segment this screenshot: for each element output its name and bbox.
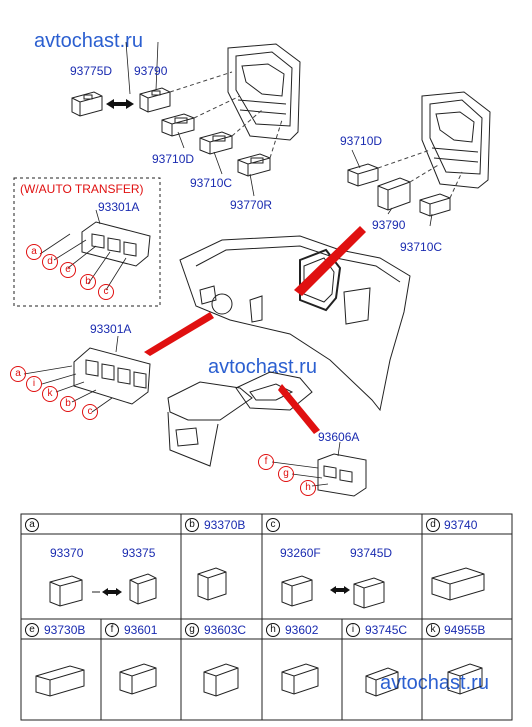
label-93710D-right: 93710D [340,134,383,148]
switch-93710Cb [419,193,451,217]
callout-b-main: b [60,396,76,412]
legend-letter-b: b [185,518,199,532]
legend-part-93602: 93602 [285,623,319,637]
legend-part-94955B: 94955B [444,623,486,637]
switch-93775D [71,91,103,117]
legend-letter-i: i [346,623,360,637]
callout-d-auto: d [42,254,58,270]
label-93770R: 93770R [230,198,273,212]
head-unit-bezel-left [227,43,301,141]
watermark-bottom: avtochast.ru [380,672,489,694]
switch-93710Da [161,113,195,137]
legend-letter-k: k [426,623,440,637]
callout-h-console: h [300,480,316,496]
legend-part-sketches [35,567,485,697]
switch-93790a [139,87,171,113]
callout-f-console: f [258,454,274,470]
label-93710D-left: 93710D [152,152,195,166]
legend-part-93370B: 93370B [204,518,246,532]
switch-93770R [237,153,271,177]
label-93301A-auto: 93301A [98,200,140,214]
legend-letter-g: g [185,623,199,637]
label-93606A: 93606A [318,430,360,444]
callout-a-main: a [10,366,26,382]
watermark-middle: avtochast.ru [208,356,317,378]
red-arrow-bezel [294,226,366,296]
head-unit-bezel-right [421,91,491,189]
watermark-top: avtochast.ru [34,30,143,52]
console-switch-panel [317,453,367,497]
legend-part-93603C: 93603C [204,623,247,637]
label-93790-right: 93790 [372,218,406,232]
legend-part-93740: 93740 [444,518,478,532]
dashboard [179,235,411,412]
label-93710C-left: 93710C [190,176,233,190]
callout-c-main: c [82,404,98,420]
legend-part-93730B: 93730B [44,623,86,637]
legend-part-93375: 93375 [122,546,156,560]
legend-letter-d: d [426,518,440,532]
switch-93710Ca [199,131,233,155]
center-console [167,371,313,467]
legend-part-93260F: 93260F [280,546,321,560]
legend-part-93745D: 93745D [350,546,393,560]
switch-panel-main [73,347,151,405]
switch-panel-auto [81,221,151,267]
callout-g-console: g [278,466,294,482]
legend-letter-a: a [25,518,39,532]
callout-b-auto: b [80,274,96,290]
label-93710C-right: 93710C [400,240,443,254]
swap-arrows [102,99,350,596]
red-arrow-panel [144,312,214,356]
callout-c-auto: c [98,284,114,300]
switch-93790b [377,177,411,211]
callout-i-main: i [26,376,42,392]
legend-letter-c: c [266,518,280,532]
auto-transfer-label: (W/AUTO TRANSFER) [20,182,144,196]
label-93775D: 93775D [70,64,113,78]
legend-letter-f: f [105,623,119,637]
legend-part-93601: 93601 [124,623,158,637]
legend-part-93745C: 93745C [365,623,408,637]
legend-letter-e: e [25,623,39,637]
switch-93710Db [347,163,379,187]
auto-transfer-box [13,177,161,307]
callout-k-main: k [42,386,58,402]
legend-letter-h: h [266,623,280,637]
legend-part-93370: 93370 [50,546,84,560]
callout-a-auto: a [26,244,42,260]
legend-grid [20,513,513,721]
callout-e-auto: e [60,262,76,278]
red-arrow-console [278,384,320,434]
label-93790-left: 93790 [134,64,168,78]
label-93301A-main: 93301A [90,322,132,336]
